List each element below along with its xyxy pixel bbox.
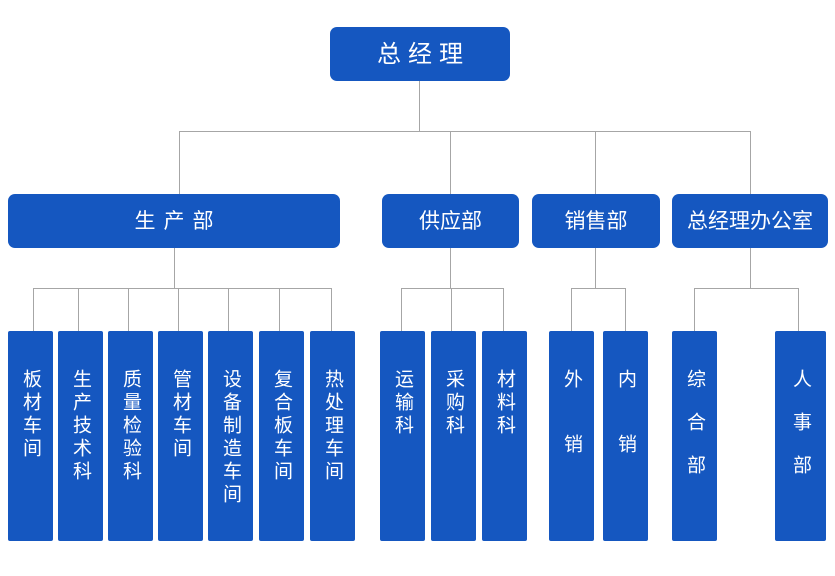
connector-supply-stem (450, 248, 451, 288)
node-label: 内销 (615, 369, 637, 499)
connector-drop-unit-11 (571, 288, 572, 331)
node-label: 管材车间 (170, 369, 192, 461)
connector-drop-unit-6 (279, 288, 280, 331)
connector-production-bus (33, 288, 331, 289)
node-quality-inspection-section[interactable]: 质量检验科 (108, 331, 153, 541)
connector-drop-unit-12 (625, 288, 626, 331)
node-label: 材料科 (494, 369, 516, 438)
connector-root-stem (419, 81, 420, 131)
connector-drop-unit-1 (33, 288, 34, 331)
node-label: 总经理 (377, 39, 470, 68)
connector-drop-unit-13 (694, 288, 695, 331)
node-purchasing-section[interactable]: 采购科 (431, 331, 476, 541)
node-label: 板材车间 (20, 369, 42, 461)
connector-gm-office-stem (750, 248, 751, 288)
connector-drop-sales (595, 131, 596, 194)
connector-sales-stem (595, 248, 596, 288)
connector-sales-bus (571, 288, 625, 289)
node-label: 人事部 (790, 369, 812, 498)
connector-drop-gm-office (750, 131, 751, 194)
connector-drop-unit-14 (798, 288, 799, 331)
connector-drop-unit-8 (401, 288, 402, 331)
node-pipe-workshop[interactable]: 管材车间 (158, 331, 203, 541)
node-materials-section[interactable]: 材料科 (482, 331, 527, 541)
node-sales-department[interactable]: 销售部 (532, 194, 660, 248)
node-general-manager-office[interactable]: 总经理办公室 (672, 194, 828, 248)
node-transport-section[interactable]: 运输科 (380, 331, 425, 541)
node-label: 综合部 (684, 369, 706, 498)
node-equipment-manufacturing-workshop[interactable]: 设备制造车间 (208, 331, 253, 541)
connector-drop-unit-3 (128, 288, 129, 331)
connector-drop-unit-9 (451, 288, 452, 331)
connector-supply-bus (401, 288, 503, 289)
node-general-affairs-department[interactable]: 综合部 (672, 331, 717, 541)
node-label: 采购科 (443, 369, 465, 438)
node-label: 外销 (561, 369, 583, 499)
node-label: 热处理车间 (322, 369, 344, 484)
node-human-resources-department[interactable]: 人事部 (775, 331, 826, 541)
node-label: 质量检验科 (120, 369, 142, 484)
node-label: 设备制造车间 (220, 369, 242, 507)
connector-drop-supply (450, 131, 451, 194)
node-label: 生产部 (134, 208, 222, 233)
node-production-department[interactable]: 生产部 (8, 194, 340, 248)
node-label: 销售部 (564, 208, 628, 233)
node-domestic-sales[interactable]: 内销 (603, 331, 648, 541)
node-label: 复合板车间 (271, 369, 293, 484)
node-label: 供应部 (419, 208, 482, 233)
connector-drop-unit-5 (228, 288, 229, 331)
node-plate-workshop[interactable]: 板材车间 (8, 331, 53, 541)
node-label: 总经理办公室 (687, 208, 813, 233)
node-export-sales[interactable]: 外销 (549, 331, 594, 541)
node-production-technology-section[interactable]: 生产技术科 (58, 331, 103, 541)
node-label: 生产技术科 (70, 369, 92, 484)
connector-production-stem (174, 248, 175, 288)
connector-drop-unit-2 (78, 288, 79, 331)
node-clad-plate-workshop[interactable]: 复合板车间 (259, 331, 304, 541)
node-label: 运输科 (392, 369, 414, 438)
connector-drop-production (179, 131, 180, 194)
connector-gm-office-bus (694, 288, 798, 289)
node-supply-department[interactable]: 供应部 (382, 194, 519, 248)
connector-level2-bus (179, 131, 751, 132)
connector-drop-unit-10 (503, 288, 504, 331)
connector-drop-unit-7 (331, 288, 332, 331)
node-general-manager[interactable]: 总经理 (330, 27, 510, 81)
connector-drop-unit-4 (178, 288, 179, 331)
node-heat-treatment-workshop[interactable]: 热处理车间 (310, 331, 355, 541)
